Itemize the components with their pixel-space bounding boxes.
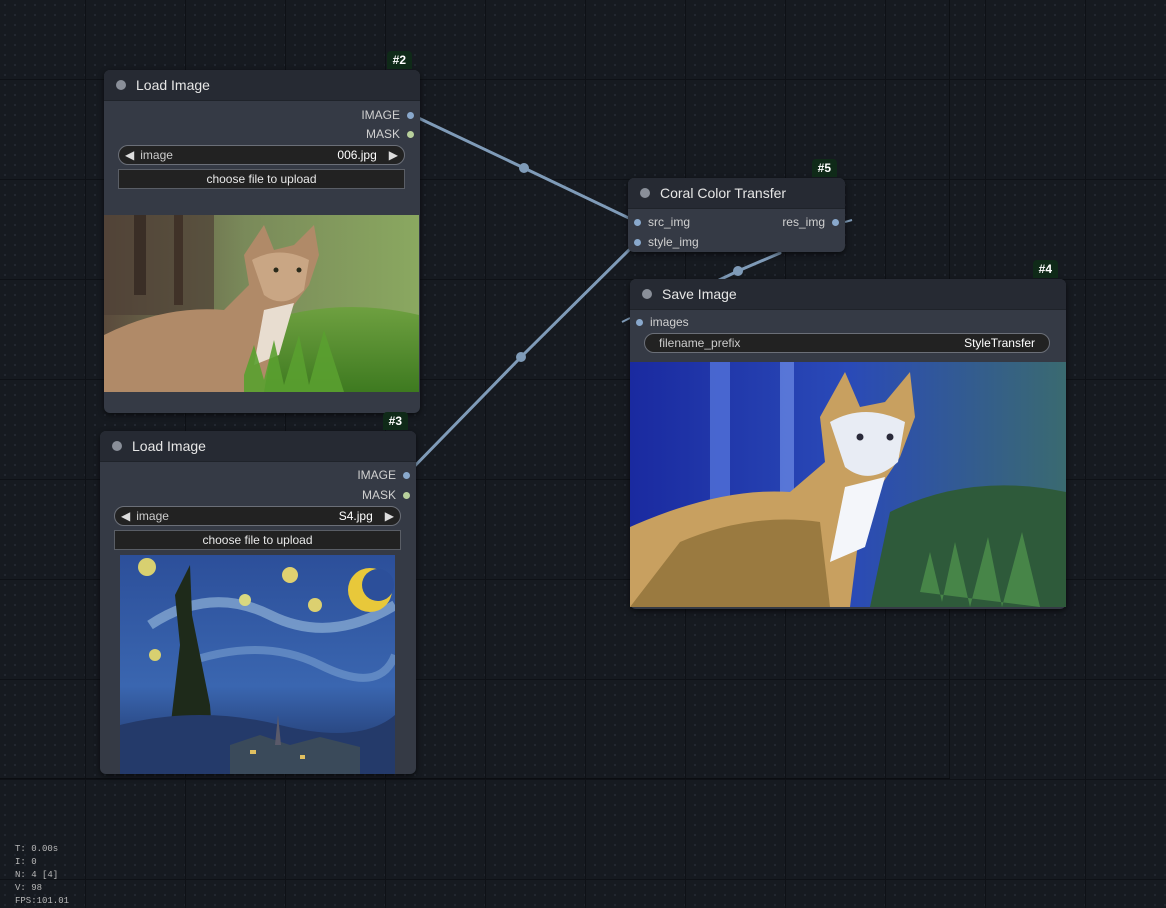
upload-button[interactable]: choose file to upload	[114, 530, 401, 550]
slot-dot-icon[interactable]	[407, 130, 414, 138]
slot-dot-icon[interactable]	[636, 318, 643, 326]
slot-label: MASK	[361, 488, 396, 502]
image-preview-lynx	[104, 215, 419, 392]
link-midpoint[interactable]	[516, 352, 526, 362]
node-title: Coral Color Transfer	[660, 185, 787, 201]
node-save-image[interactable]: #4 Save Image images filename_prefix Sty…	[630, 260, 1066, 609]
node-load-image-3[interactable]: #3 Load Image IMAGE MASK ◀ image S4.jpg …	[100, 412, 416, 774]
image-combo[interactable]: ◀ image 006.jpg ▶	[118, 145, 405, 165]
stat-time: T: 0.00s	[15, 844, 59, 854]
filename-prefix-field[interactable]: filename_prefix StyleTransfer	[644, 333, 1050, 353]
collapse-dot-icon[interactable]	[112, 441, 122, 451]
node-coral-color-transfer[interactable]: #5 Coral Color Transfer src_img style_im…	[628, 159, 845, 252]
upload-button[interactable]: choose file to upload	[118, 169, 405, 189]
slot-dot-icon[interactable]	[407, 111, 414, 119]
slot-label: style_img	[648, 235, 699, 249]
output-slot-res-img[interactable]: res_img	[782, 214, 839, 230]
output-slot-mask[interactable]: MASK	[362, 487, 410, 503]
collapse-dot-icon[interactable]	[640, 188, 650, 198]
output-slot-image[interactable]: IMAGE	[361, 107, 414, 123]
stat-i: I: 0	[15, 857, 37, 867]
link-midpoint[interactable]	[733, 266, 743, 276]
slot-label: images	[650, 315, 689, 329]
group-edge	[0, 778, 950, 779]
node-id-badge: #5	[811, 159, 837, 177]
slot-label: MASK	[365, 127, 400, 141]
slot-dot-icon[interactable]	[403, 471, 410, 479]
slot-dot-icon[interactable]	[403, 491, 410, 499]
field-value: StyleTransfer	[964, 336, 1035, 350]
slot-label: src_img	[648, 215, 691, 229]
stat-v: V: 98	[15, 883, 43, 893]
combo-label: image	[136, 509, 169, 523]
node-header[interactable]: Load Image	[100, 431, 416, 462]
node-header[interactable]: Load Image	[104, 70, 420, 101]
node-id-badge: #2	[386, 51, 412, 69]
slot-dot-icon[interactable]	[832, 218, 839, 226]
node-title: Save Image	[662, 286, 737, 302]
output-slot-image[interactable]: IMAGE	[357, 467, 410, 483]
image-combo[interactable]: ◀ image S4.jpg ▶	[114, 506, 401, 526]
slot-dot-icon[interactable]	[634, 218, 641, 226]
slot-label: IMAGE	[357, 468, 396, 482]
node-load-image-2[interactable]: #2 Load Image IMAGE MASK ◀ image 006.jpg…	[104, 51, 420, 413]
field-label: filename_prefix	[659, 336, 741, 350]
slot-dot-icon[interactable]	[634, 238, 641, 246]
arrow-left-icon[interactable]: ◀	[121, 509, 131, 523]
arrow-left-icon[interactable]: ◀	[125, 148, 135, 162]
collapse-dot-icon[interactable]	[642, 289, 652, 299]
link-midpoint[interactable]	[519, 163, 529, 173]
input-slot-src-img[interactable]: src_img	[634, 214, 690, 230]
node-title: Load Image	[136, 77, 210, 93]
slot-label: res_img	[782, 215, 825, 229]
slot-label: IMAGE	[361, 108, 400, 122]
node-header[interactable]: Coral Color Transfer	[628, 178, 845, 209]
combo-value: 006.jpg	[337, 148, 377, 162]
stat-fps: FPS:101.01	[15, 896, 70, 906]
input-slot-style-img[interactable]: style_img	[634, 234, 699, 250]
perf-stats: T: 0.00s I: 0 N: 4 [4] V: 98 FPS:101.01	[15, 843, 69, 908]
arrow-right-icon[interactable]: ▶	[388, 148, 398, 162]
image-preview-starry-night	[120, 555, 395, 774]
combo-value: S4.jpg	[338, 509, 373, 523]
input-slot-images[interactable]: images	[636, 314, 689, 330]
output-slot-mask[interactable]: MASK	[366, 126, 414, 142]
node-title: Load Image	[132, 438, 206, 454]
node-id-badge: #4	[1032, 260, 1058, 278]
stat-nodes: N: 4 [4]	[15, 870, 59, 880]
arrow-right-icon[interactable]: ▶	[384, 509, 394, 523]
collapse-dot-icon[interactable]	[116, 80, 126, 90]
node-id-badge: #3	[382, 412, 408, 430]
image-preview-result	[630, 362, 1066, 607]
combo-label: image	[140, 148, 173, 162]
node-header[interactable]: Save Image	[630, 279, 1066, 310]
